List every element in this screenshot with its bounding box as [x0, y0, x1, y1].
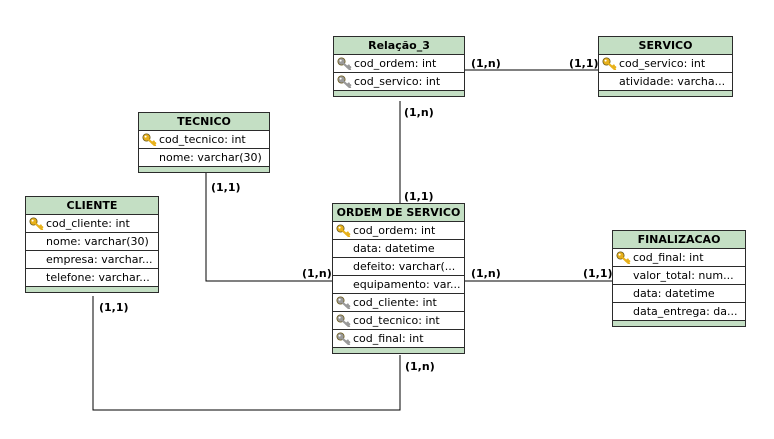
no-key-icon [29, 235, 44, 248]
field-name: cod_cliente: int [353, 296, 437, 309]
entity-footer [139, 167, 269, 172]
cardinality-label: (1,1) [211, 181, 241, 194]
entity-title: Relação_3 [334, 37, 464, 55]
field-row[interactable]: data: datetime [613, 285, 745, 303]
foreign-key-icon [337, 75, 352, 89]
primary-key-icon [29, 217, 44, 231]
cardinality-label: (1,n) [404, 106, 434, 119]
field-name: nome: varchar(30) [159, 151, 262, 164]
field-row[interactable]: atividade: varcha... [599, 73, 732, 91]
entity-tecnico[interactable]: TECNICO cod_tecnico: int nome: varchar(3… [138, 112, 270, 173]
field-row[interactable]: empresa: varchar... [26, 251, 158, 269]
field-name: cod_servico: int [619, 57, 706, 70]
no-key-icon [616, 287, 631, 300]
primary-key-icon [336, 224, 351, 238]
field-name: cod_servico: int [354, 75, 441, 88]
entity-title: ORDEM DE SERVICO [333, 204, 464, 222]
primary-key-icon [602, 57, 617, 71]
entity-relacao-3[interactable]: Relação_3 cod_ordem: int cod_servico: in… [333, 36, 465, 97]
entity-footer [613, 321, 745, 326]
field-name: telefone: varchar... [46, 271, 150, 284]
cardinality-label: (1,1) [404, 190, 434, 203]
entity-ordem-de-servico[interactable]: ORDEM DE SERVICO cod_ordem: int data: da… [332, 203, 465, 354]
field-row[interactable]: data_entrega: da... [613, 303, 745, 321]
entity-footer [599, 91, 732, 96]
field-row[interactable]: cod_servico: int [334, 73, 464, 91]
cardinality-label: (1,1) [99, 301, 129, 314]
field-name: cod_cliente: int [46, 217, 130, 230]
entity-title: TECNICO [139, 113, 269, 131]
no-key-icon [336, 260, 351, 273]
entity-title: SERVICO [599, 37, 732, 55]
foreign-key-icon [337, 57, 352, 71]
entity-servico[interactable]: SERVICO cod_servico: int atividade: varc… [598, 36, 733, 97]
entity-footer [334, 91, 464, 96]
field-name: cod_ordem: int [354, 57, 437, 70]
no-key-icon [29, 253, 44, 266]
field-row[interactable]: cod_tecnico: int [333, 312, 464, 330]
field-row[interactable]: equipamento: var... [333, 276, 464, 294]
field-name: equipamento: var... [353, 278, 461, 291]
field-row[interactable]: cod_servico: int [599, 55, 732, 73]
no-key-icon [142, 151, 157, 164]
foreign-key-icon [336, 332, 351, 346]
field-row[interactable]: cod_final: int [333, 330, 464, 348]
no-key-icon [336, 242, 351, 255]
field-row[interactable]: cod_cliente: int [333, 294, 464, 312]
entity-footer [333, 348, 464, 353]
field-row[interactable]: cod_tecnico: int [139, 131, 269, 149]
primary-key-icon [142, 133, 157, 147]
entity-footer [26, 287, 158, 292]
no-key-icon [29, 271, 44, 284]
cardinality-label: (1,n) [302, 267, 332, 280]
cardinality-label: (1,1) [583, 267, 613, 280]
field-row[interactable]: cod_ordem: int [334, 55, 464, 73]
field-row[interactable]: nome: varchar(30) [139, 149, 269, 167]
cardinality-label: (1,n) [471, 267, 501, 280]
field-name: cod_final: int [353, 332, 424, 345]
entity-cliente[interactable]: CLIENTE cod_cliente: int nome: varchar(3… [25, 196, 159, 293]
field-row[interactable]: data: datetime [333, 240, 464, 258]
cardinality-label: (1,n) [405, 360, 435, 373]
field-name: cod_final: int [633, 251, 704, 264]
entity-title: CLIENTE [26, 197, 158, 215]
field-name: valor_total: num... [633, 269, 734, 282]
field-name: cod_tecnico: int [353, 314, 440, 327]
no-key-icon [602, 75, 617, 88]
field-name: empresa: varchar... [46, 253, 153, 266]
field-name: nome: varchar(30) [46, 235, 149, 248]
field-name: atividade: varcha... [619, 75, 726, 88]
entity-title: FINALIZACAO [613, 231, 745, 249]
field-name: defeito: varchar(... [353, 260, 456, 273]
field-row[interactable]: cod_cliente: int [26, 215, 158, 233]
field-row[interactable]: nome: varchar(30) [26, 233, 158, 251]
no-key-icon [616, 305, 631, 318]
foreign-key-icon [336, 296, 351, 310]
field-name: data: datetime [633, 287, 715, 300]
foreign-key-icon [336, 314, 351, 328]
field-row[interactable]: defeito: varchar(... [333, 258, 464, 276]
field-name: cod_tecnico: int [159, 133, 246, 146]
no-key-icon [616, 269, 631, 282]
field-row[interactable]: cod_final: int [613, 249, 745, 267]
field-name: data: datetime [353, 242, 435, 255]
field-row[interactable]: telefone: varchar... [26, 269, 158, 287]
field-name: cod_ordem: int [353, 224, 436, 237]
cardinality-label: (1,n) [471, 57, 501, 70]
field-name: data_entrega: da... [633, 305, 738, 318]
entity-finalizacao[interactable]: FINALIZACAO cod_final: int valor_total: … [612, 230, 746, 327]
no-key-icon [336, 278, 351, 291]
primary-key-icon [616, 251, 631, 265]
field-row[interactable]: cod_ordem: int [333, 222, 464, 240]
field-row[interactable]: valor_total: num... [613, 267, 745, 285]
cardinality-label: (1,1) [569, 57, 599, 70]
